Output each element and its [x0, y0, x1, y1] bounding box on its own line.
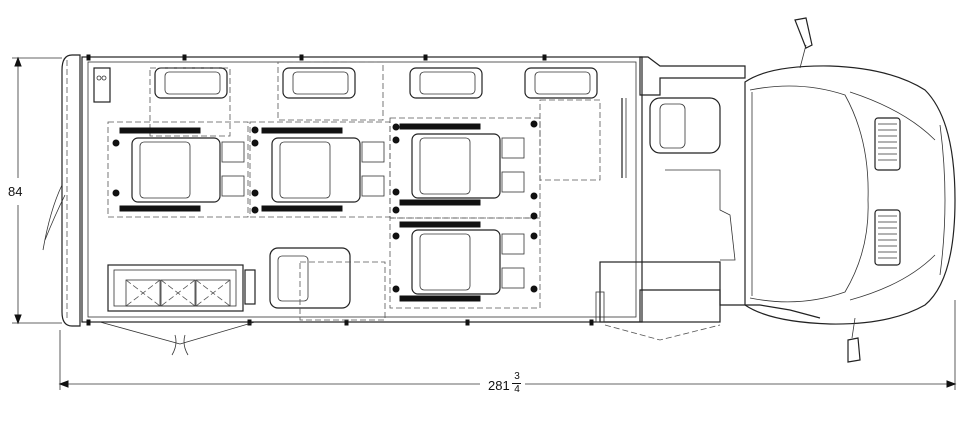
side-mirrors: [794, 17, 861, 363]
entry-step: [595, 98, 721, 323]
length-frac-num: 3: [514, 371, 520, 382]
wheelchair-bays: [107, 117, 541, 309]
length-dimension: [58, 300, 957, 390]
bus-body: [81, 56, 643, 323]
length-frac-bar: [512, 383, 521, 384]
wall-posts: [86, 54, 594, 326]
width-label: 84: [8, 184, 23, 199]
length-label-whole: 281: [488, 378, 510, 393]
cab-hood: [744, 65, 956, 325]
wheelchair-lift: [107, 264, 256, 312]
rear-bumper: [61, 54, 81, 327]
cab: [639, 56, 956, 325]
rear-side-seat: [269, 247, 386, 321]
control-box: [93, 67, 111, 103]
top-row-seats: [149, 61, 601, 181]
driver-seat: [649, 97, 736, 261]
width-dimension: [12, 56, 62, 325]
rear-door-swing: [99, 321, 256, 356]
side-door-swing: [604, 324, 721, 341]
length-frac-den: 4: [514, 384, 520, 395]
